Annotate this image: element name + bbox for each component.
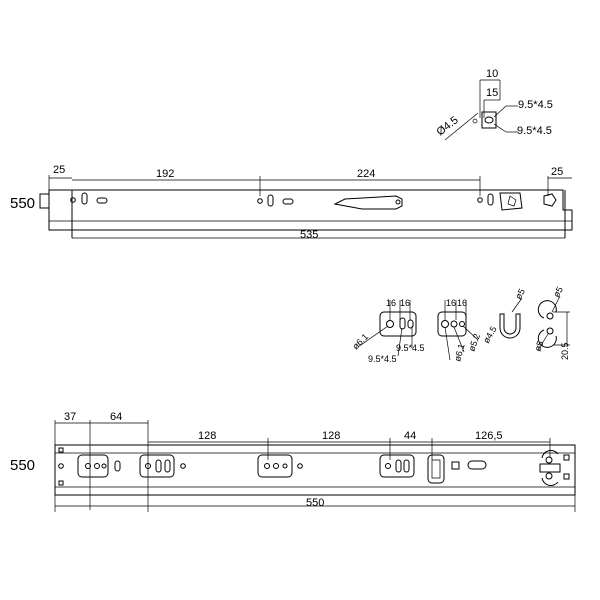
b-dim-16-2: 16 [457,298,467,308]
dim-10: 10 [486,68,498,80]
dim-224: 224 [357,168,375,180]
b-dia-6-1: ø6.1 [452,343,466,363]
detail-c: ø5 [499,287,527,339]
dim-64: 64 [110,411,122,423]
slot-group [77,454,121,478]
slot [282,198,294,205]
detail-top-right: 10 15 Ø4.5 9.5*4.5 9.5*4.5 [434,68,553,141]
rail-bottom-length-label: 550 [10,457,35,474]
hole [70,197,76,203]
slot-group [257,454,303,478]
dim-128-b: 128 [322,430,340,442]
b-dim-16-1: 16 [446,298,456,308]
d-dia-5-bot: ø5 [532,339,545,352]
d-dim-20-5: 20.5 [560,342,570,360]
a-slot-2: 9.5*4.5 [368,354,397,364]
slot-group [379,454,445,484]
detail-middle: 16 16 ø6.1 9.5*4.5 9.5*4.5 16 16 ø6.1 ø5… [350,285,570,364]
slot-9-5x4-5-a: 9.5*4.5 [518,99,553,111]
detail-d: 20.5 ø5 ø5 [532,285,570,360]
dim-126-5: 126,5 [475,430,503,442]
end-catch [543,193,557,207]
dim-37: 37 [64,411,76,423]
hole [477,197,483,203]
slot-group [139,454,186,478]
latch-lever [333,195,403,210]
d-dia-5-top: ø5 [551,285,565,299]
slot [267,194,274,207]
a-dim-16-1: 16 [386,298,396,308]
dim-44: 44 [404,430,416,442]
slot [81,192,88,205]
dia-4-5: Ø4.5 [434,114,460,138]
cam-bracket [539,450,561,486]
dim-right-25: 25 [551,166,563,178]
dim-192: 192 [156,168,174,180]
dim-left-25: 25 [53,164,65,176]
front-bracket [499,192,523,211]
rail-bottom: 550 [10,411,576,512]
b-dia-5-2: ø5.2 [466,332,482,352]
slot [96,197,108,204]
a-slot-1: 9.5*4.5 [396,343,425,353]
detail-b: 16 16 ø6.1 ø5.2 ø4.5 [437,298,499,363]
rail-top: 550 25 192 224 25 [10,164,573,241]
c-dia-5: ø5 [513,287,527,301]
dim-15: 15 [486,87,498,99]
dim-128-a: 128 [198,430,216,442]
detail-a: 16 16 ø6.1 9.5*4.5 9.5*4.5 [350,298,424,364]
dim-550: 550 [306,497,324,509]
rail-top-length-label: 550 [10,195,35,212]
slot [487,193,494,206]
a-dim-16-2: 16 [400,298,410,308]
a-dia-6-1: ø6.1 [350,332,370,352]
slot-9-5x4-5-b: 9.5*4.5 [517,125,552,137]
dim-535: 535 [300,229,318,241]
hole [257,198,263,204]
b-dia-4-5: ø4.5 [481,324,499,345]
